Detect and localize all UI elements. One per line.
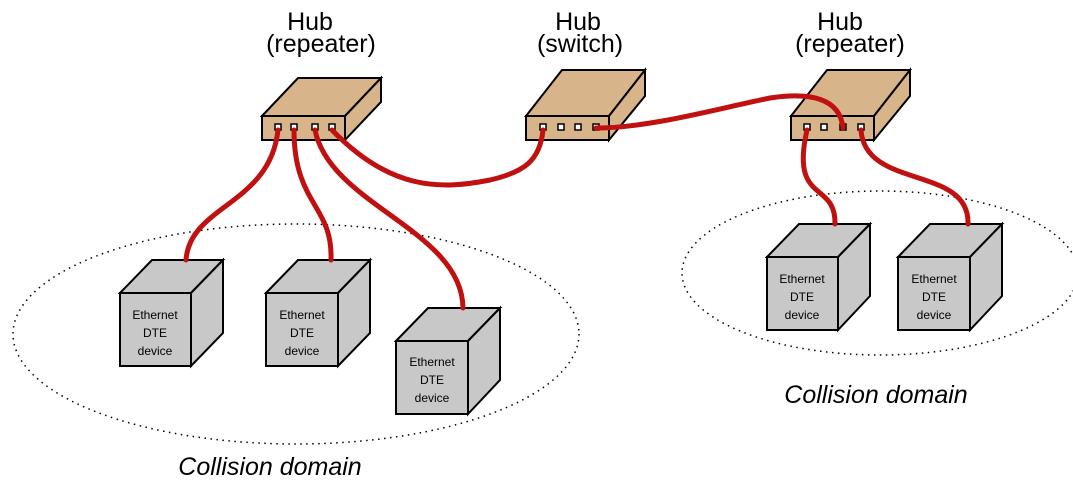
device-left-1-label-line2: DTE [143, 326, 167, 340]
hub-right-subtitle: (repeater) [795, 30, 905, 58]
device-left-1 [117, 257, 226, 369]
device-right-1-label-line1: Ethernet [779, 272, 825, 286]
cable-hub-right-to-device-right-1 [800, 127, 838, 227]
device-left-3-label-line3: device [415, 391, 450, 405]
device-left-1-label-line3: device [138, 344, 173, 358]
device-left-1-label-line1: Ethernet [132, 308, 178, 322]
cable-hub-switch-to-hub-right [593, 93, 846, 131]
device-right-2-label-line3: device [917, 308, 952, 322]
device-right-1-label-line2: DTE [790, 290, 814, 304]
cable-hub-right-to-device-right-2 [858, 127, 971, 227]
collision-domain-right-boundary [681, 190, 1073, 356]
device-left-3 [393, 305, 503, 417]
cable-hub-left-to-device-left-3 [312, 127, 466, 311]
cable-hub-left-to-hub-switch [329, 127, 546, 188]
collision-domain-right-label: Collision domain [784, 381, 967, 409]
cable-hub-left-to-device-left-2 [291, 127, 334, 263]
hub-switch-title: Hub [555, 8, 601, 36]
device-left-2-label-line2: DTE [290, 326, 314, 340]
device-right-2-label-line2: DTE [922, 290, 946, 304]
device-right-1-label-line3: device [785, 308, 820, 322]
device-right-2 [895, 221, 1005, 333]
device-right-1 [764, 221, 873, 333]
device-right-2-label-line1: Ethernet [911, 272, 957, 286]
device-left-2-label-line3: device [285, 344, 320, 358]
device-left-2-label-line1: Ethernet [279, 308, 325, 322]
cable-hub-left-to-device-left-1 [183, 127, 281, 263]
hub-left-subtitle: (repeater) [266, 30, 376, 58]
device-left-2 [263, 257, 373, 369]
hub-switch-subtitle: (switch) [537, 30, 623, 58]
hub-left-title: Hub [287, 8, 333, 36]
device-left-3-label-line2: DTE [420, 373, 444, 387]
hub-right-title: Hub [817, 8, 863, 36]
device-left-3-label-line1: Ethernet [409, 355, 455, 369]
collision-domain-left-label: Collision domain [178, 453, 361, 481]
collision-domain-left-boundary [12, 223, 580, 445]
